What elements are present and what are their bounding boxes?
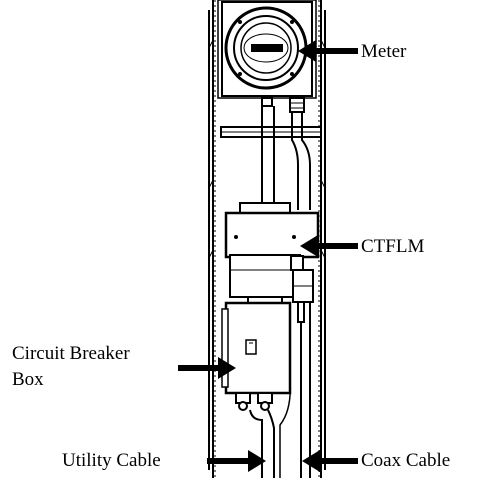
circuit-breaker-box	[221, 301, 292, 411]
ctflm-assembly	[224, 202, 320, 303]
coax-cable-label: Coax Cable	[361, 450, 451, 471]
breaker-arrow	[178, 357, 236, 379]
meter-assembly	[217, 0, 317, 113]
ctflm-arrow	[300, 235, 358, 257]
coax-cable-arrow	[302, 450, 358, 472]
circuit-breaker-label-line1: Circuit Breaker	[12, 343, 130, 364]
meter-label: Meter	[361, 41, 407, 62]
meter-arrow	[298, 40, 358, 62]
circuit-breaker-label-line2: Box	[12, 369, 44, 390]
utility-cable-label: Utility Cable	[62, 450, 161, 471]
frame-hatching	[208, 39, 326, 259]
utility-cable-arrow	[207, 450, 266, 472]
pole-frame	[208, 0, 326, 478]
ctflm-label: CTFLM	[361, 236, 425, 257]
mounting-band	[220, 126, 322, 138]
upper-conduits	[261, 106, 311, 210]
